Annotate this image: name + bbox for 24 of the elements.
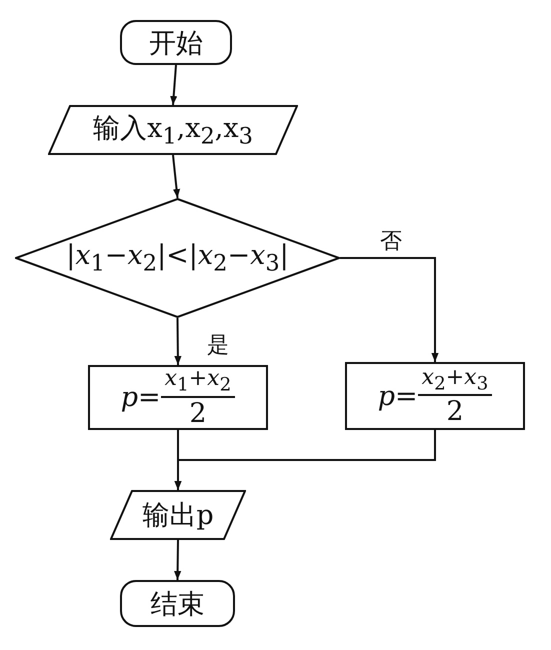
arrow bbox=[174, 540, 182, 580]
process-box bbox=[345, 362, 525, 430]
process-box bbox=[88, 365, 268, 430]
formula-text: p= bbox=[120, 382, 161, 413]
denominator: 2 bbox=[189, 398, 207, 429]
decision-diamond bbox=[15, 198, 340, 318]
start-terminal bbox=[120, 20, 232, 65]
node-text: 结束 bbox=[150, 588, 204, 622]
arrow bbox=[170, 64, 178, 106]
end-terminal bbox=[120, 580, 235, 627]
node-text: 开始 bbox=[149, 26, 203, 60]
node-text: 输入x$_{1}$,x$_{2}$,x$_{3}$ bbox=[93, 112, 253, 150]
condition-text: |x$_{1}$−x$_{2}$|<|x$_{2}$−x$_{3}$| bbox=[66, 240, 289, 276]
arrow bbox=[174, 430, 436, 490]
arrow bbox=[340, 257, 439, 362]
arrow bbox=[174, 318, 182, 366]
node-text: 输出p bbox=[142, 499, 214, 533]
numerator: x$_{2}$+x$_{3}$ bbox=[418, 364, 492, 396]
output-box bbox=[110, 490, 246, 540]
formula-text: p= bbox=[378, 380, 418, 412]
arrow bbox=[172, 154, 180, 198]
denominator: 2 bbox=[446, 396, 464, 428]
input-box bbox=[48, 105, 298, 155]
numerator: x$_{1}$+x$_{2}$ bbox=[160, 366, 236, 398]
